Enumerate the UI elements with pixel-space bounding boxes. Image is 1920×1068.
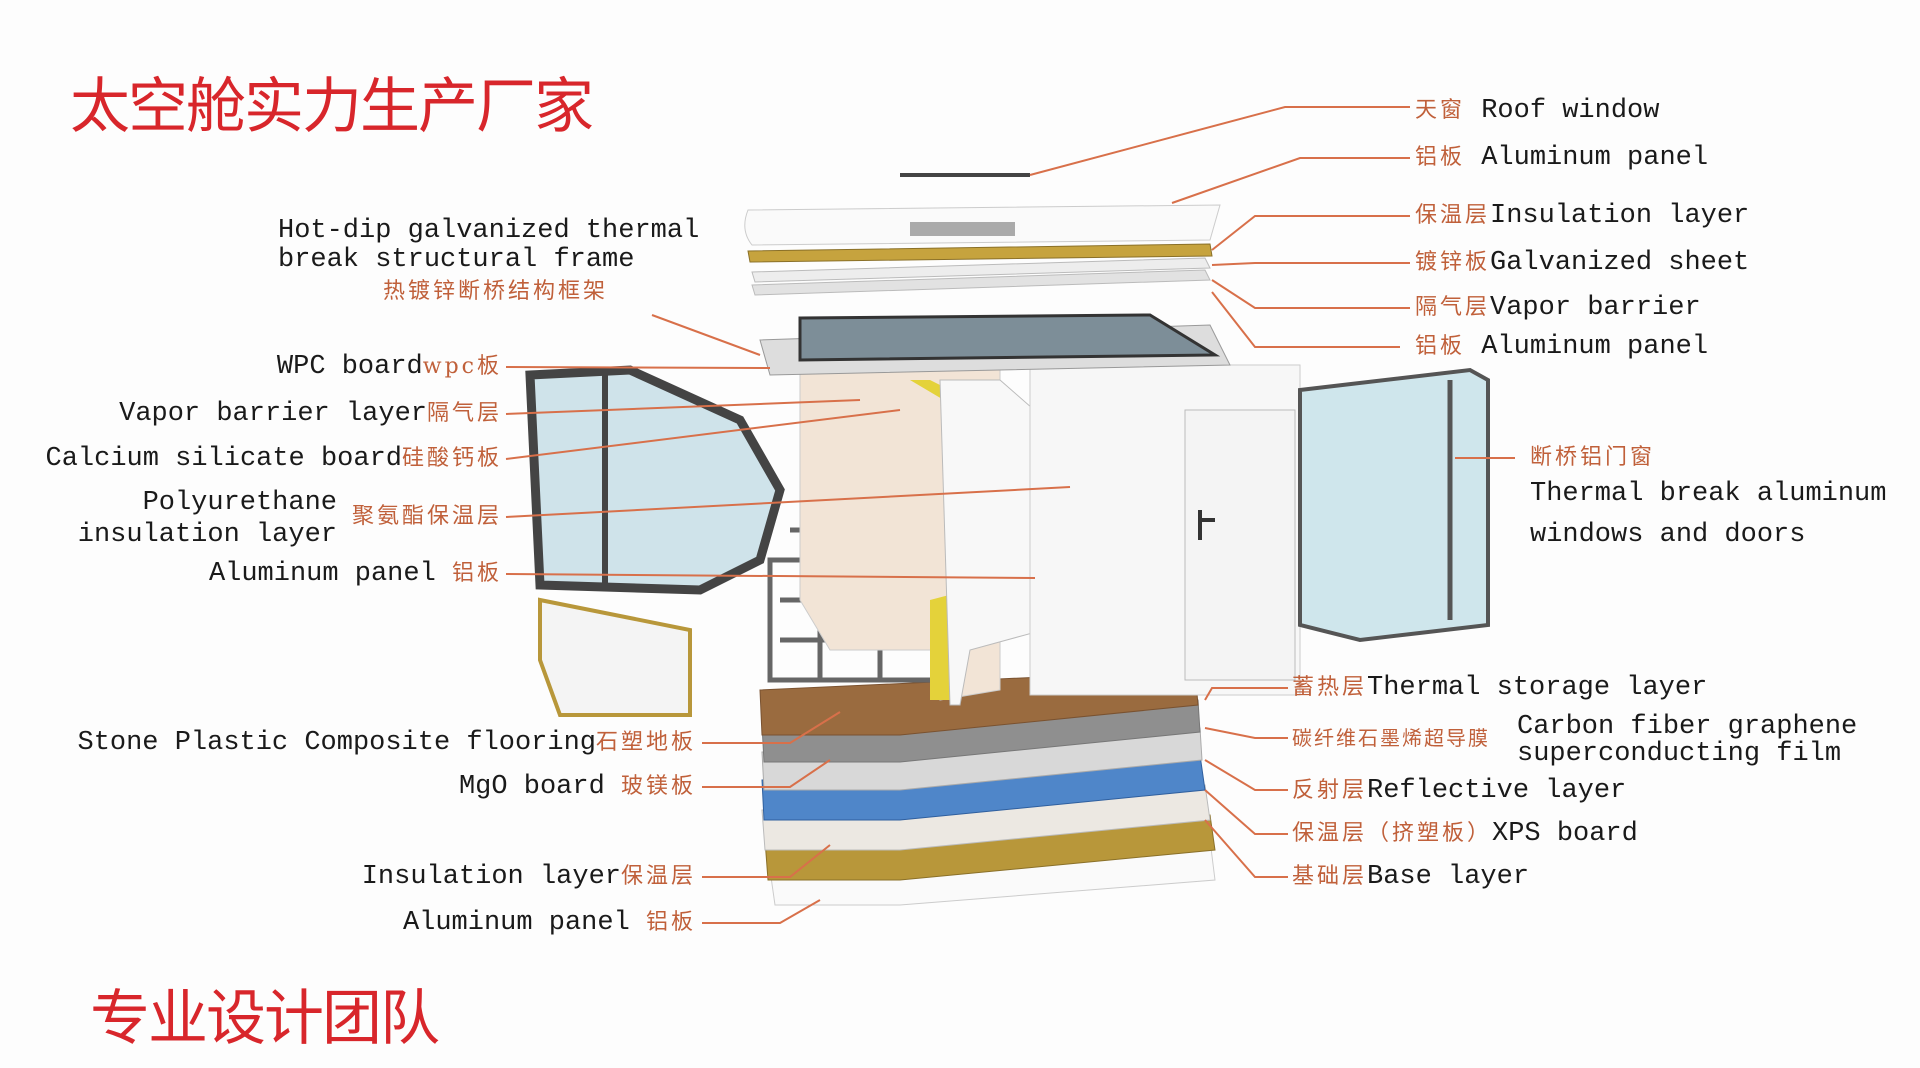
label-cn: 隔气层 bbox=[1415, 295, 1491, 320]
label-insulation-roof: 保温层Insulation layer bbox=[1415, 201, 1749, 231]
label-cn: wpc板 bbox=[422, 354, 502, 379]
label-en: Aluminum panel bbox=[402, 908, 630, 938]
label-thermal-storage: 蓄热层Thermal storage layer bbox=[1292, 673, 1707, 703]
label-frame-en2: break structural frame bbox=[278, 245, 635, 275]
label-polyurethane-cn: 聚氨酯保温层 bbox=[352, 502, 502, 532]
label-en: Base layer bbox=[1367, 862, 1530, 892]
label-carbon-fiber-en2: superconducting film bbox=[1517, 739, 1842, 769]
label-cn: 碳纤维石墨烯超导膜 bbox=[1292, 726, 1490, 750]
label-wpc-board: WPC boardwpc板 bbox=[277, 352, 502, 382]
roof-layer-stack bbox=[744, 173, 1231, 376]
label-en: Aluminum panel bbox=[208, 559, 436, 589]
label-window-en1: Thermal break aluminum bbox=[1530, 479, 1887, 509]
label-polyurethane-en1: Polyurethane bbox=[142, 488, 337, 518]
label-en: Vapor barrier layer bbox=[119, 399, 427, 429]
label-en: Stone Plastic Composite flooring bbox=[77, 728, 596, 758]
label-cn: 玻镁板 bbox=[620, 774, 696, 799]
label-window-en2: windows and doors bbox=[1530, 520, 1806, 550]
label-en: Insulation layer bbox=[1490, 201, 1750, 231]
headline-title: 太空舱实力生产厂家 bbox=[70, 72, 594, 142]
label-en: Galvanized sheet bbox=[1490, 248, 1750, 278]
label-roof-window: 天窗 Roof window bbox=[1415, 96, 1659, 126]
label-cn: 基础层 bbox=[1292, 864, 1368, 889]
label-aluminum-panel-wall: Aluminum panel 铝板 bbox=[209, 559, 502, 589]
label-en: Thermal storage layer bbox=[1367, 673, 1708, 703]
label-en: MgO board bbox=[458, 772, 605, 802]
label-cn: 石塑地板 bbox=[595, 730, 696, 755]
label-mgo-board: MgO board 玻镁板 bbox=[459, 772, 696, 802]
label-frame-en1: Hot-dip galvanized thermal bbox=[278, 216, 700, 246]
label-en: Calcium silicate board bbox=[45, 444, 402, 474]
label-insulation-floor: Insulation layer保温层 bbox=[362, 862, 696, 892]
label-aluminum-panel-roof: 铝板 Aluminum panel bbox=[1415, 143, 1708, 173]
label-en: Vapor barrier bbox=[1490, 293, 1701, 323]
label-vapor-barrier-wall: Vapor barrier layer隔气层 bbox=[119, 399, 502, 429]
label-base-layer: 基础层Base layer bbox=[1292, 862, 1529, 892]
label-xps-board: 保温层（挤塑板）XPS board bbox=[1292, 819, 1638, 849]
label-aluminum-panel-floor: Aluminum panel 铝板 bbox=[403, 908, 696, 938]
leader-lines bbox=[505, 106, 1515, 924]
label-cn: 天窗 bbox=[1415, 98, 1466, 123]
label-polyurethane-en2: insulation layer bbox=[77, 520, 337, 550]
label-spc-flooring: Stone Plastic Composite flooring石塑地板 bbox=[78, 728, 697, 758]
label-en: Aluminum panel bbox=[1481, 332, 1709, 362]
label-frame-cn: 热镀锌断桥结构框架 bbox=[383, 277, 608, 307]
label-en: Reflective layer bbox=[1367, 776, 1627, 806]
label-en: Insulation layer bbox=[361, 862, 621, 892]
label-cn: 聚氨酯保温层 bbox=[351, 504, 502, 529]
label-reflective: 反射层Reflective layer bbox=[1292, 776, 1626, 806]
floor-layer-stack bbox=[759, 669, 1216, 906]
label-cn: 反射层 bbox=[1292, 778, 1368, 803]
subheadline-title: 专业设计团队 bbox=[90, 984, 440, 1054]
label-cn: 铝板 bbox=[645, 910, 696, 935]
label-calcium-silicate: Calcium silicate board硅酸钙板 bbox=[46, 444, 502, 474]
label-aluminum-panel-ceiling: 铝板 Aluminum panel bbox=[1415, 332, 1708, 362]
label-en: WPC board bbox=[276, 352, 423, 382]
label-carbon-fiber-en1: Carbon fiber graphene bbox=[1517, 712, 1858, 742]
label-cn: 铝板 bbox=[451, 561, 502, 586]
left-window-module bbox=[525, 365, 785, 717]
label-cn: 保温层 bbox=[620, 864, 696, 889]
label-cn: 隔气层 bbox=[426, 401, 502, 426]
label-en: XPS board bbox=[1492, 819, 1638, 849]
label-cn: 硅酸钙板 bbox=[401, 446, 502, 471]
label-cn: 断桥铝门窗 bbox=[1530, 445, 1656, 470]
label-cn: 热镀锌断桥结构框架 bbox=[383, 279, 609, 304]
label-cn: 镀锌板 bbox=[1415, 250, 1491, 275]
label-en: Roof window bbox=[1481, 96, 1660, 126]
label-cn: 蓄热层 bbox=[1292, 675, 1368, 700]
label-galvanized-sheet: 镀锌板Galvanized sheet bbox=[1415, 248, 1749, 278]
label-en: Aluminum panel bbox=[1481, 143, 1709, 173]
label-cn: 保温层（挤塑板） bbox=[1292, 821, 1493, 846]
label-vapor-barrier-roof: 隔气层Vapor barrier bbox=[1415, 293, 1701, 323]
capsule-body bbox=[1029, 364, 1490, 696]
label-window-cn: 断桥铝门窗 bbox=[1530, 443, 1655, 473]
label-cn: 铝板 bbox=[1415, 145, 1466, 170]
label-cn: 保温层 bbox=[1415, 203, 1491, 228]
label-cn: 铝板 bbox=[1415, 334, 1466, 359]
label-carbon-fiber-cn: 碳纤维石墨烯超导膜 bbox=[1292, 723, 1490, 754]
